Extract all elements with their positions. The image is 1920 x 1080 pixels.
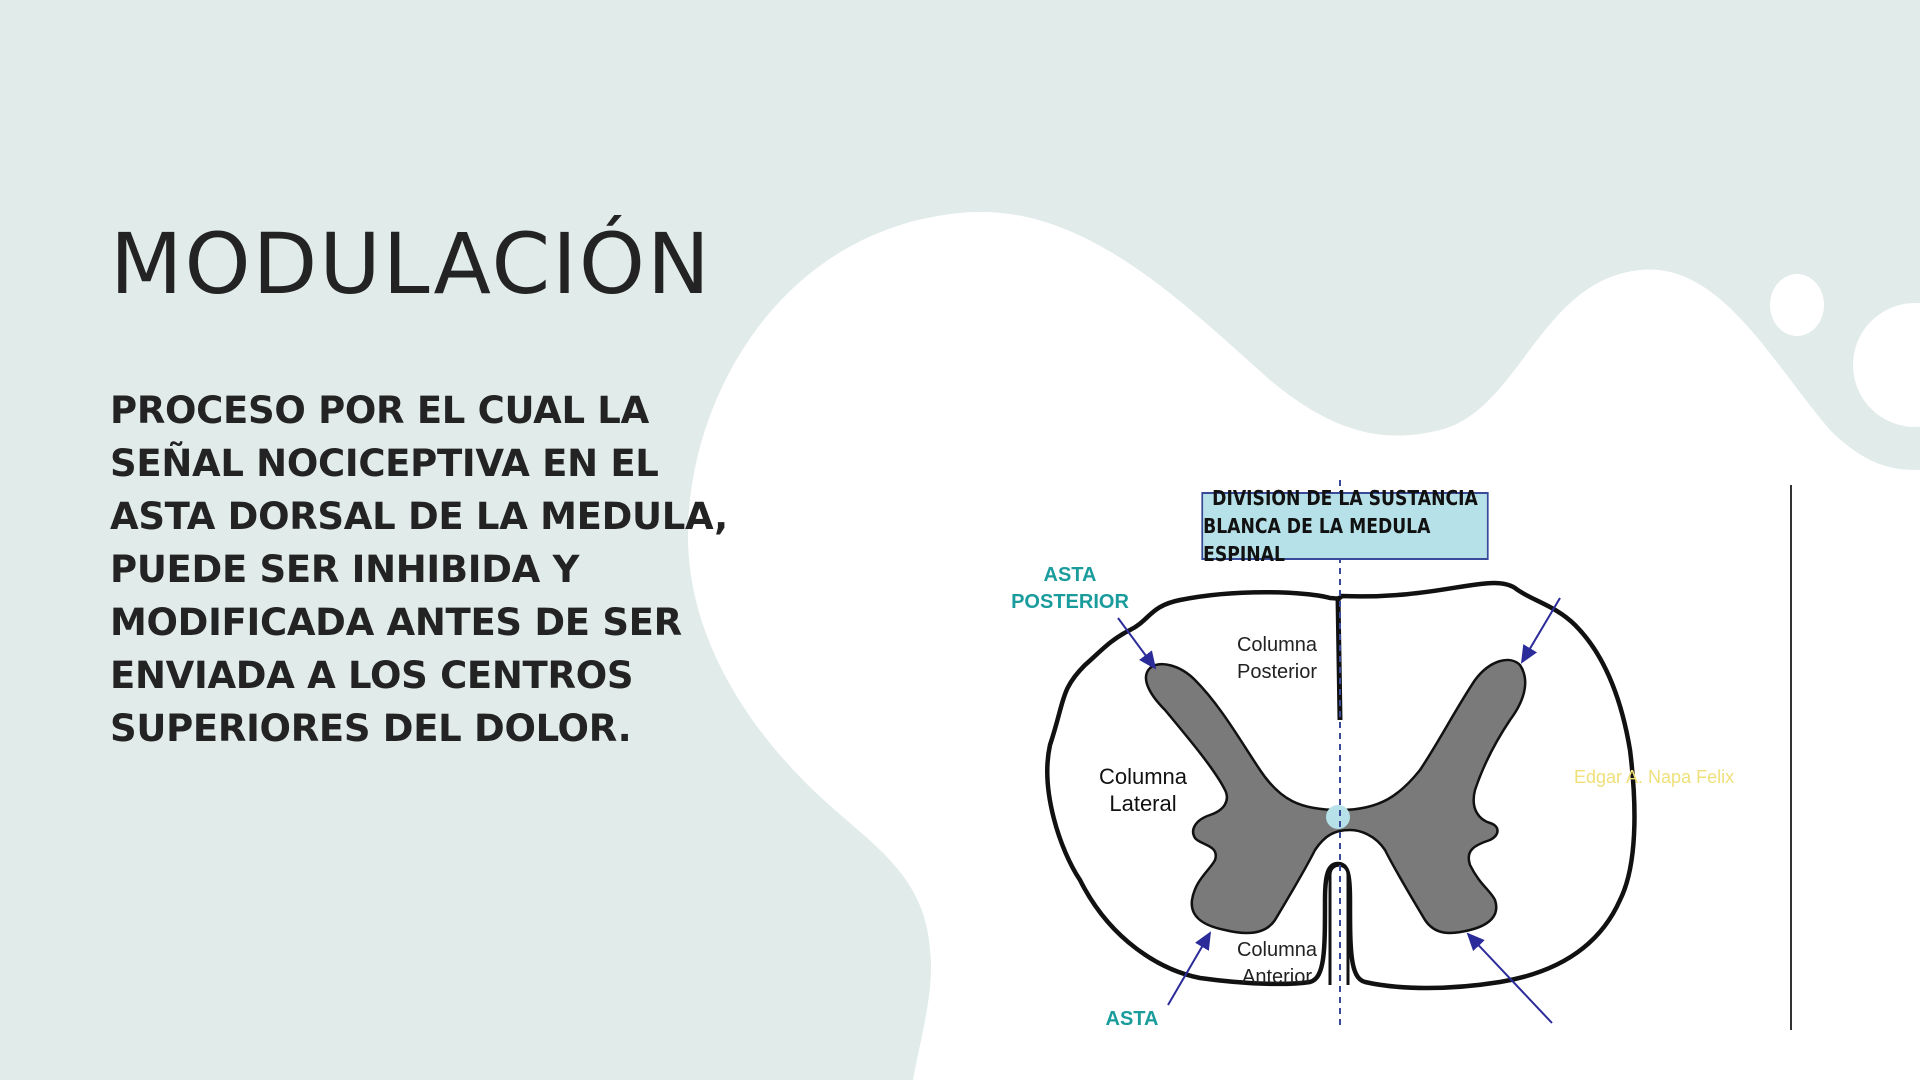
label-asta-posterior: ASTA POSTERIOR bbox=[1011, 564, 1129, 613]
central-canal bbox=[1326, 805, 1350, 829]
label-columna-anterior: Columna Anterior bbox=[1236, 939, 1318, 988]
diagram-title-box: DIVISION DE LA SUSTANCIA BLANCA DE LA ME… bbox=[1201, 486, 1489, 566]
slide-body-text: PROCESO POR EL CUAL LA SEÑAL NOCICEPTIVA… bbox=[110, 389, 728, 750]
arrow-asta-posterior-left bbox=[1117, 617, 1157, 670]
gray-matter bbox=[1144, 658, 1527, 935]
arrow-asta-anterior-left bbox=[1167, 931, 1212, 1006]
slide-title: MODULACIÓN bbox=[110, 215, 712, 313]
white-dot-small bbox=[1770, 274, 1824, 336]
arrow-asta-anterior-right bbox=[1466, 932, 1553, 1024]
arrow-asta-posterior-right bbox=[1520, 597, 1561, 664]
white-dot-large bbox=[1853, 303, 1920, 427]
diagram-title-line1: DIVISION DE LA SUSTANCIA bbox=[1212, 486, 1478, 510]
label-columna-posterior: Columna Posterior bbox=[1236, 634, 1318, 683]
diagram-title-line2: BLANCA DE LA MEDULA ESPINAL bbox=[1203, 514, 1431, 566]
label-columna-lateral: Columna Lateral bbox=[1098, 764, 1188, 816]
label-asta-anterior: ASTA bbox=[1105, 1008, 1159, 1030]
watermark-author: Edgar A. Napa Felix bbox=[1574, 767, 1735, 787]
